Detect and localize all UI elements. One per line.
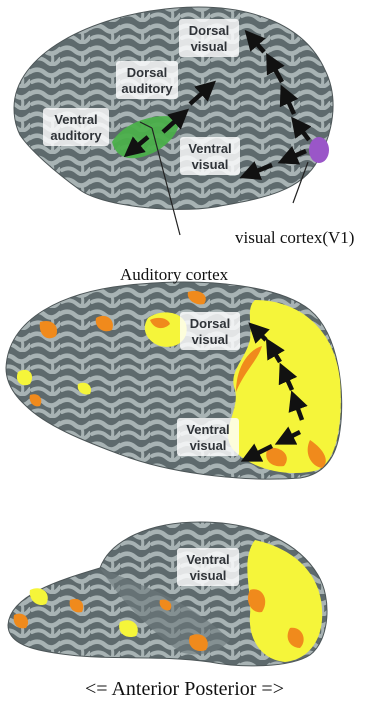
- brain-middle: Dorsal visual Ventral visual: [6, 282, 342, 479]
- caption-direction: <= Anterior Posterior =>: [0, 678, 369, 701]
- caption-visual-cortex: visual cortex(V1): [235, 228, 354, 248]
- caption-auditory-cortex: Auditory cortex: [120, 265, 228, 285]
- label-ventral-visual-middle-2: visual: [190, 438, 227, 453]
- label-dorsal-visual-top: Dorsal: [189, 23, 229, 38]
- label-dorsal-visual-middle: Dorsal: [190, 316, 230, 331]
- label-ventral-visual-bottom-2: visual: [190, 568, 227, 583]
- v1-region: [309, 137, 329, 163]
- label-dorsal-auditory-2: auditory: [121, 81, 173, 96]
- label-ventral-visual-bottom: Ventral: [186, 552, 229, 567]
- label-ventral-visual-top: Ventral: [188, 141, 231, 156]
- brain-bottom: Ventral visual: [8, 522, 327, 666]
- label-dorsal-visual-middle-2: visual: [192, 332, 229, 347]
- label-dorsal-visual-top-2: visual: [191, 39, 228, 54]
- label-ventral-visual-middle: Ventral: [186, 422, 229, 437]
- label-dorsal-auditory: Dorsal: [127, 65, 167, 80]
- label-ventral-auditory: Ventral: [54, 112, 97, 127]
- brain-top: Dorsal visual Dorsal auditory Ventral au…: [14, 7, 333, 235]
- label-ventral-visual-top-2: visual: [192, 157, 229, 172]
- label-ventral-auditory-2: auditory: [50, 128, 102, 143]
